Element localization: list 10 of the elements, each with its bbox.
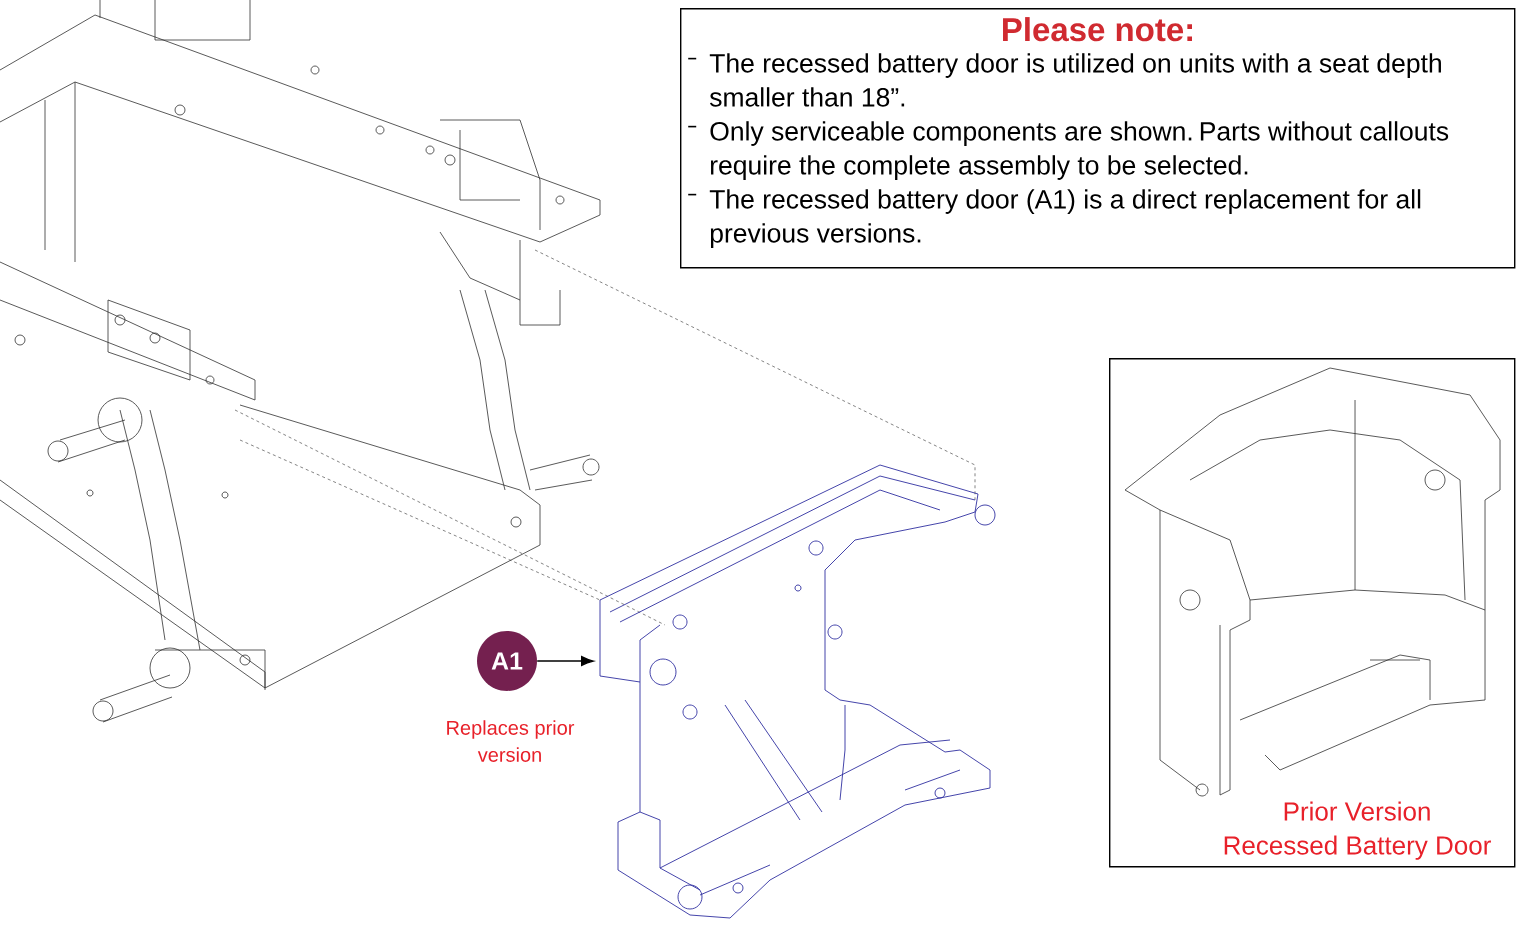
note-item: Only serviceable components are shown. Parts without callouts require the complete assembly to be selected. bbox=[687, 121, 1449, 180]
inset-box bbox=[1109, 358, 1516, 868]
note-item: The recessed battery door (A1) is a direct replacement for all previous versions. bbox=[687, 189, 1421, 248]
callout-note: Replaces prior version bbox=[447, 720, 575, 762]
battery-door-drawing bbox=[599, 464, 996, 919]
note-heading: Please note: bbox=[1003, 17, 1192, 42]
note-item: The recessed battery door is utilized on units with a seat depth smaller than 18”. bbox=[687, 53, 1441, 107]
note-box bbox=[680, 8, 1516, 269]
arrow bbox=[536, 656, 594, 667]
inset-caption: Prior Version Recessed Battery Door bbox=[1224, 801, 1491, 860]
